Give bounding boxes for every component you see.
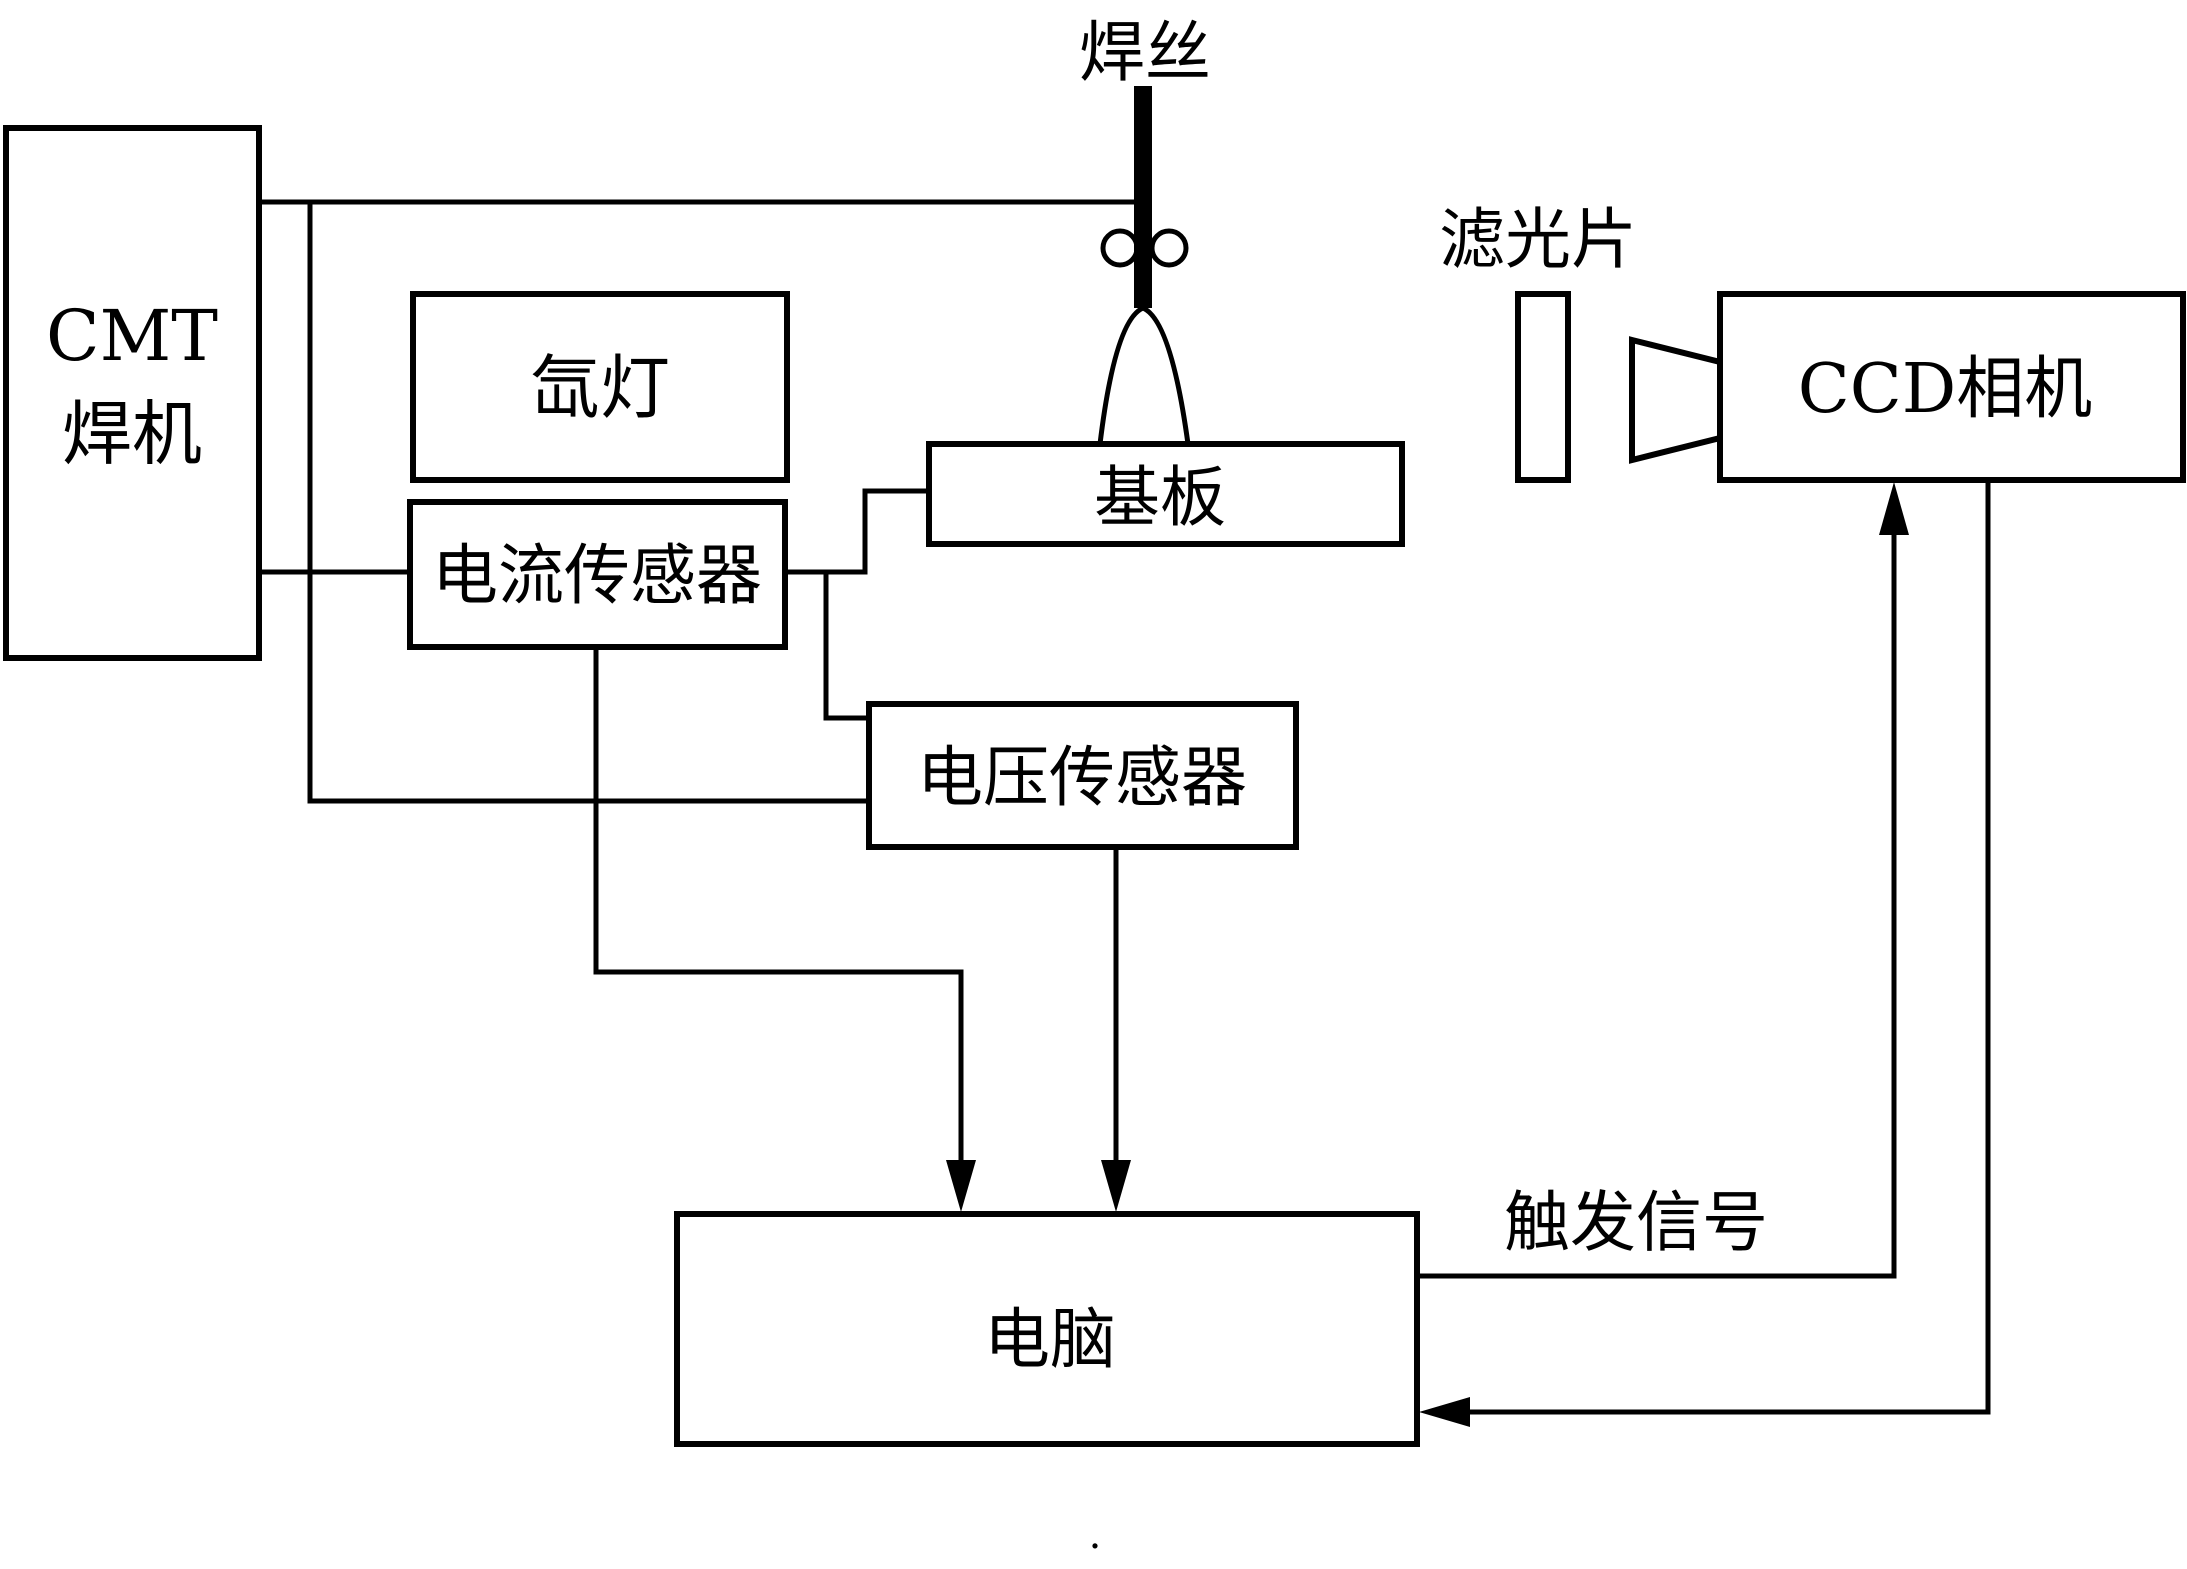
ccd-camera-label: CCD相机 (1798, 350, 2093, 429)
filter-label: 滤光片 (1439, 201, 1637, 278)
cmt-welder-label-line1: CMT (46, 295, 218, 377)
xenon-lamp-label: 氙灯 (530, 347, 670, 429)
arrow-head-camera (1419, 1397, 1470, 1427)
connections (259, 199, 1991, 1427)
computer-box: 电脑 (674, 1211, 1420, 1447)
camera-to-computer-line (1445, 480, 1991, 1415)
trigger-signal-line (1417, 510, 1897, 1279)
ccd-camera-box (1717, 291, 2186, 483)
trigger-signal-label: 触发信号 (1504, 1184, 1768, 1261)
current-sensor-to-voltage-sensor-line (823, 572, 869, 721)
voltage-sensor-label: 电压传感器 (917, 739, 1247, 816)
filter: 滤光片 (1439, 201, 1637, 483)
welding-wire-label: 焊丝 (1079, 14, 1211, 91)
footnote-dot: . (1089, 1512, 1102, 1558)
filter-plate (1515, 291, 1571, 483)
voltage-sensor-box: 电压传感器 (866, 701, 1299, 850)
computer-label: 电脑 (984, 1301, 1116, 1378)
current-sensor-box: 电流传感器 (407, 499, 788, 650)
arrow-head-voltage (1101, 1160, 1131, 1212)
ccd-camera: CCD相机 (1629, 291, 2186, 483)
arrow-head-current (946, 1160, 976, 1212)
welding-wire: 焊丝 (1079, 14, 1211, 445)
current-sensor-label: 电流传感器 (432, 537, 762, 614)
arrow-head-trigger (1879, 482, 1909, 535)
cmt-to-voltage-sensor-line (307, 202, 869, 804)
cmt-welder-box: CMT 焊机 (3, 125, 262, 661)
substrate-label: 基板 (1094, 459, 1226, 536)
wire-feed-roller-right (1149, 228, 1189, 268)
current-sensor-to-computer-line (593, 647, 964, 1185)
camera-lens (1629, 336, 1723, 464)
cmt-welder-label-line2: 焊机 (62, 393, 202, 475)
xenon-lamp-box: 氙灯 (410, 291, 790, 483)
wire-feed-roller-left (1100, 228, 1140, 268)
welding-arc (1097, 305, 1191, 445)
current-sensor-to-substrate-line (785, 488, 929, 575)
substrate-box: 基板 (926, 441, 1405, 547)
